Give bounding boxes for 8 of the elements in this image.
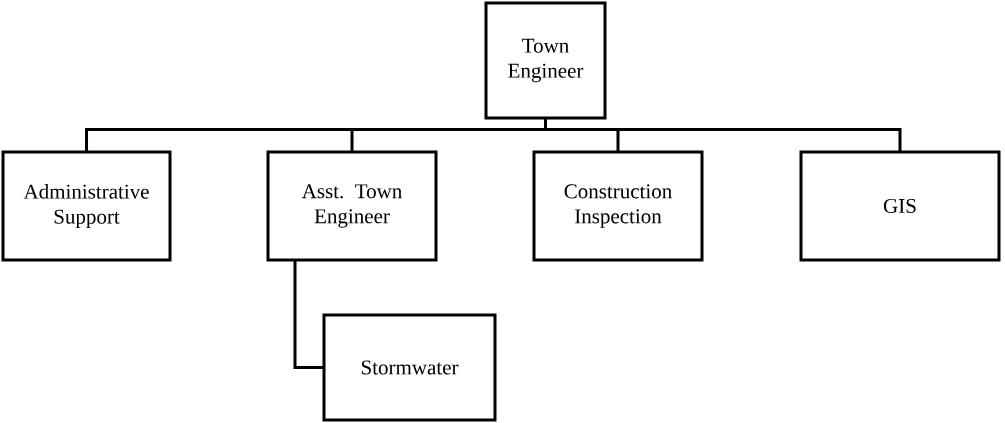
org-box: Asst. Town Engineer (266, 150, 438, 262)
connector-line (293, 260, 324, 369)
connector-line (544, 118, 902, 152)
org-box: GIS (799, 150, 1001, 262)
org-box: Construction Inspection (532, 150, 704, 262)
org-box: Administrative Support (1, 150, 172, 262)
org-box: Stormwater (322, 313, 497, 422)
org-box: Town Engineer (484, 1, 607, 120)
